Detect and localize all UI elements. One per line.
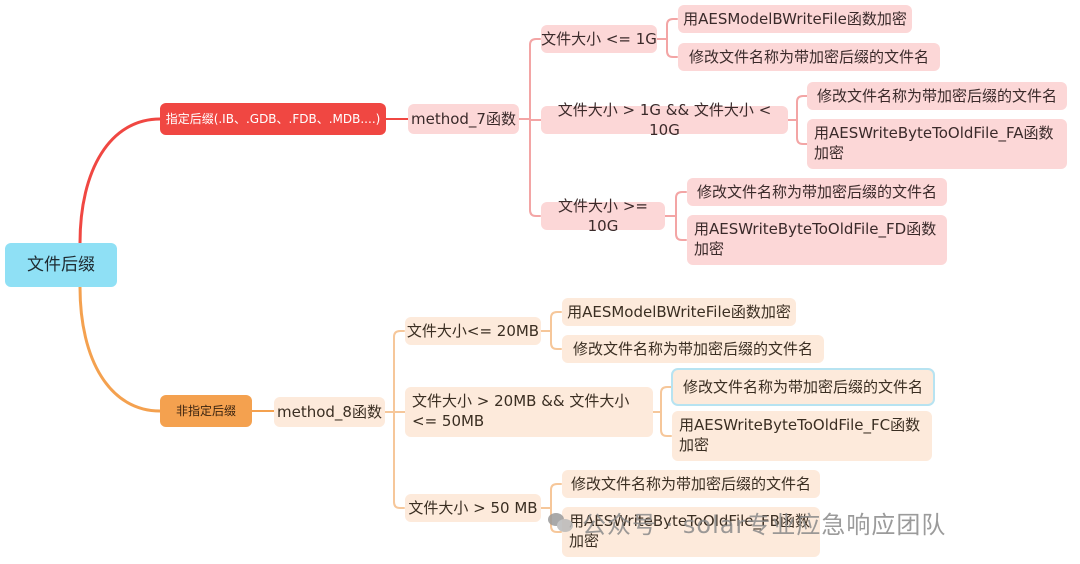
bracket-condition [550, 483, 562, 533]
root-node[interactable]: 文件后缀 [5, 243, 117, 287]
action-node[interactable]: 修改文件名称为带加密后缀的文件名 [562, 335, 824, 363]
bracket-method-7 [529, 38, 541, 217]
action-node[interactable]: 用AESWriteByteToOldFile_FB函数加密 [562, 507, 820, 557]
method-7-node[interactable]: method_7函数 [408, 104, 519, 134]
branch-specified-suffix[interactable]: 指定后缀(.IB、.GDB、.FDB、.MDB....) [160, 103, 386, 135]
bracket-condition [666, 18, 678, 58]
action-node[interactable]: 修改文件名称为带加密后缀的文件名 [678, 43, 940, 71]
bracket-condition [796, 95, 808, 145]
link-root-branch-2 [78, 285, 162, 413]
bracket-condition [660, 386, 672, 437]
action-node[interactable]: 用AESWriteByteToOldFile_FC函数加密 [672, 411, 932, 461]
bracket-method-8 [393, 330, 405, 509]
method-8-node[interactable]: method_8函数 [274, 397, 385, 427]
action-node[interactable]: 用AESModelBWriteFile函数加密 [562, 298, 796, 326]
condition-node[interactable]: 文件大小 > 50 MB [405, 494, 541, 522]
condition-node[interactable]: 文件大小 >= 10G [541, 197, 665, 235]
branch-other-suffix[interactable]: 非指定后缀 [160, 395, 252, 427]
action-node[interactable]: 用AESWriteByteToOldFile_FD函数加密 [687, 215, 947, 265]
condition-node[interactable]: 文件大小 <= 1G [541, 25, 657, 53]
bracket-condition [675, 191, 687, 241]
condition-node[interactable]: 文件大小<= 20MB [405, 317, 541, 345]
action-node[interactable]: 修改文件名称为带加密后缀的文件名 [807, 82, 1067, 110]
action-node-selected[interactable]: 修改文件名称为带加密后缀的文件名 [671, 368, 935, 406]
condition-node[interactable]: 文件大小 > 20MB && 文件大小<= 50MB [405, 387, 653, 437]
bracket-condition [550, 311, 562, 350]
link-root-branch-1 [78, 117, 162, 245]
action-node[interactable]: 修改文件名称为带加密后缀的文件名 [562, 470, 820, 498]
condition-node[interactable]: 文件大小 > 1G && 文件大小 < 10G [541, 101, 788, 139]
action-node[interactable]: 修改文件名称为带加密后缀的文件名 [687, 178, 947, 206]
action-node[interactable]: 用AESWriteByteToOldFile_FA函数加密 [807, 119, 1067, 169]
action-node[interactable]: 用AESModelBWriteFile函数加密 [678, 5, 912, 33]
